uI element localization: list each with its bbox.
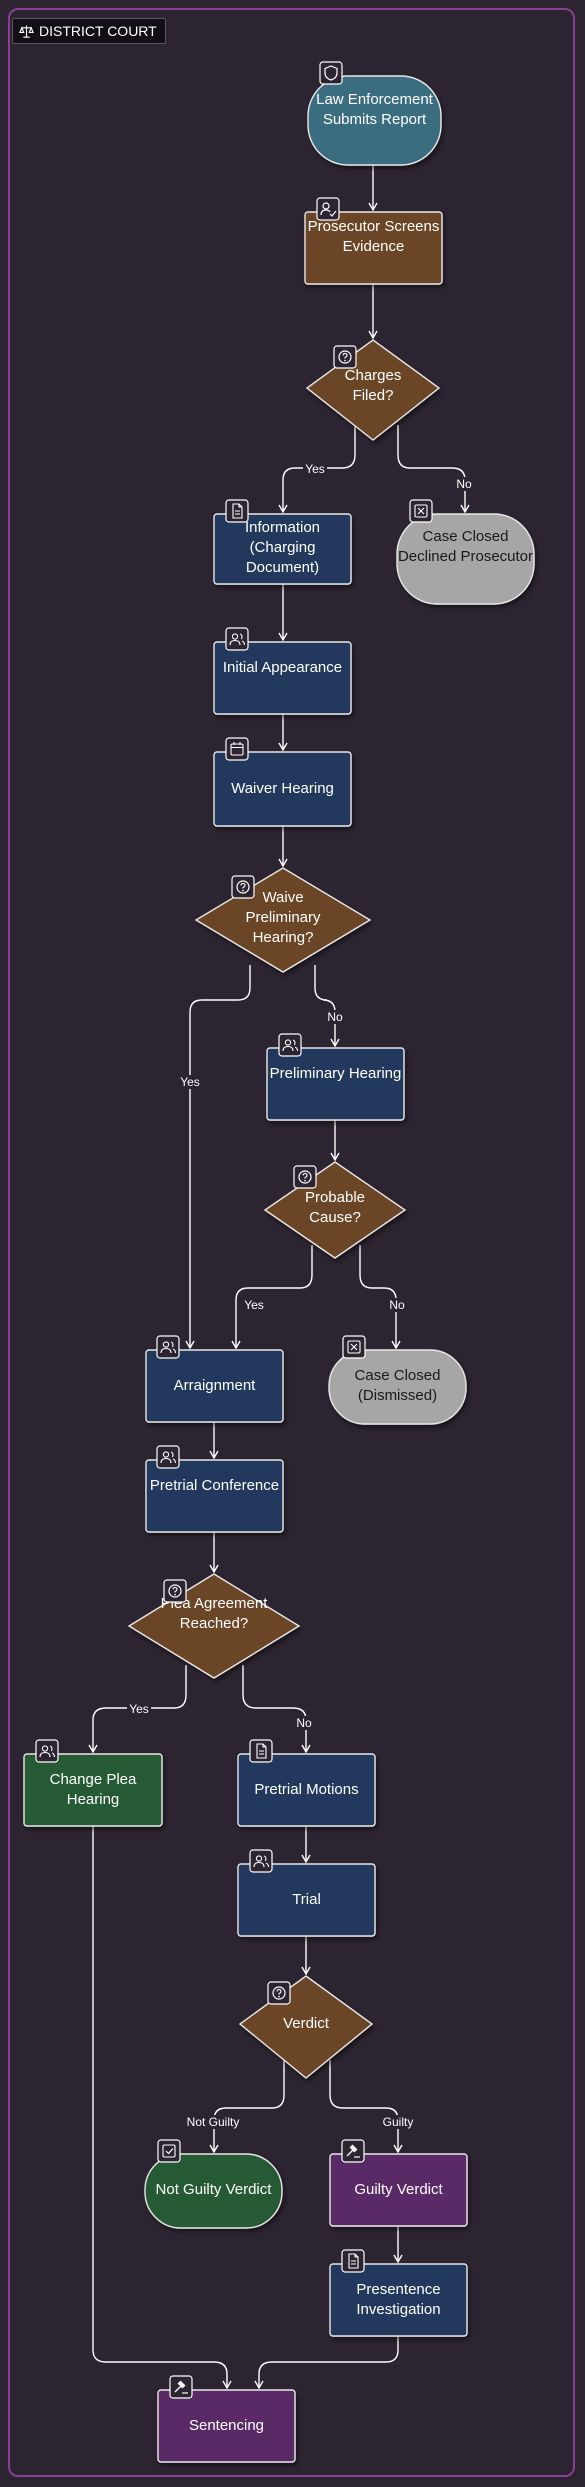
node-label: Waive Preliminary Hearing? bbox=[245, 889, 321, 946]
edge-waive-no bbox=[314, 965, 340, 1048]
node-label: Pretrial Motions bbox=[254, 1781, 359, 1798]
node-not-guilty-verdict[interactable]: Not Guilty Verdict bbox=[144, 2139, 283, 2229]
node-arraignment[interactable]: Arraignment bbox=[145, 1335, 284, 1423]
node-pretrial-conference[interactable]: Pretrial Conference bbox=[145, 1445, 284, 1533]
node-label: Information (Charging Document) bbox=[244, 519, 321, 576]
node-label: Case Closed Declined Prosecutor bbox=[397, 528, 534, 565]
edge-label-charges-yes: Yes bbox=[305, 462, 325, 476]
edge-verdict-not-guilty bbox=[209, 2060, 285, 2154]
users-icon bbox=[35, 1739, 59, 1763]
node-presentence[interactable]: Presentence Investigation bbox=[329, 2249, 468, 2337]
users-icon bbox=[156, 1335, 180, 1359]
calendar-icon bbox=[225, 737, 249, 761]
nodes: Law Enforcement Submits Report Prosecuto… bbox=[23, 61, 535, 2463]
question-icon bbox=[267, 1981, 291, 2005]
node-label: Preliminary Hearing bbox=[269, 1065, 402, 1082]
node-label: Presentence Investigation bbox=[356, 2281, 441, 2318]
edges bbox=[88, 165, 470, 2390]
node-sentencing[interactable]: Sentencing bbox=[157, 2375, 296, 2463]
document-icon bbox=[249, 1739, 273, 1763]
node-probable-cause[interactable]: Probable Cause? bbox=[263, 1161, 407, 1259]
edge-label-plea-yes: Yes bbox=[129, 1702, 149, 1716]
node-trial[interactable]: Trial bbox=[237, 1849, 376, 1937]
node-case-closed-dismissed[interactable]: Case Closed (Dismissed) bbox=[328, 1335, 467, 1425]
question-icon bbox=[163, 1579, 187, 1603]
node-label: Case Closed (Dismissed) bbox=[354, 1367, 441, 1404]
edge-probable-no bbox=[359, 1245, 401, 1350]
node-waiver-hearing[interactable]: Waiver Hearing bbox=[213, 737, 352, 827]
gavel-icon bbox=[341, 2139, 365, 2163]
users-icon bbox=[278, 1033, 302, 1057]
edge-plea-no bbox=[242, 1665, 311, 1754]
node-change-plea[interactable]: Change Plea Hearing bbox=[23, 1739, 163, 1827]
node-initial-appearance[interactable]: Initial Appearance bbox=[213, 627, 352, 715]
node-label: Guilty Verdict bbox=[354, 2181, 443, 2198]
users-icon bbox=[225, 627, 249, 651]
node-label: Initial Appearance bbox=[222, 659, 343, 676]
check-box-icon bbox=[157, 2139, 181, 2163]
user-check-icon bbox=[316, 197, 340, 221]
node-information[interactable]: Information (Charging Document) bbox=[213, 499, 352, 585]
document-icon bbox=[225, 499, 249, 523]
users-icon bbox=[156, 1445, 180, 1469]
edge-label-probable-yes: Yes bbox=[244, 1298, 264, 1312]
node-case-closed-declined[interactable]: Case Closed Declined Prosecutor bbox=[396, 499, 535, 605]
node-label: Probable Cause? bbox=[304, 1189, 366, 1226]
question-icon bbox=[293, 1165, 317, 1189]
edge-label-charges-no: No bbox=[456, 477, 472, 491]
x-box-icon bbox=[342, 1335, 366, 1359]
node-verdict[interactable]: Verdict bbox=[238, 1975, 374, 2079]
scale-icon bbox=[19, 24, 34, 38]
node-label: Charges Filed? bbox=[344, 367, 402, 404]
node-label: Plea Agreement Reached? bbox=[160, 1595, 268, 1632]
node-label: Law Enforcement Submits Report bbox=[316, 91, 433, 128]
lane-label: DISTRICT COURT bbox=[12, 18, 166, 44]
edge-verdict-guilty bbox=[329, 2060, 403, 2154]
edge-charges-no bbox=[397, 425, 470, 514]
node-label: Not Guilty Verdict bbox=[155, 2181, 272, 2198]
node-law-enforcement[interactable]: Law Enforcement Submits Report bbox=[307, 61, 442, 166]
node-label: Waiver Hearing bbox=[231, 780, 334, 797]
edge-label-waive-no: No bbox=[327, 1010, 343, 1024]
node-label: Trial bbox=[292, 1891, 321, 1908]
node-pretrial-motions[interactable]: Pretrial Motions bbox=[237, 1739, 376, 1827]
users-icon bbox=[249, 1849, 273, 1873]
node-label: Verdict bbox=[283, 2015, 329, 2032]
document-icon bbox=[341, 2249, 365, 2273]
edge-waive-yes bbox=[185, 965, 251, 1350]
node-label: Sentencing bbox=[188, 2417, 265, 2434]
gavel-icon bbox=[169, 2375, 193, 2399]
question-icon bbox=[333, 345, 357, 369]
edge-probable-yes bbox=[231, 1245, 313, 1350]
edge-label-verdict-not-guilty: Not Guilty bbox=[187, 2115, 240, 2129]
edge-label-waive-yes: Yes bbox=[180, 1075, 200, 1089]
shield-icon bbox=[319, 61, 343, 85]
node-label: Arraignment bbox=[173, 1377, 256, 1394]
node-waive-preliminary[interactable]: Waive Preliminary Hearing? bbox=[194, 867, 372, 973]
edge-label-plea-no: No bbox=[296, 1716, 312, 1730]
district-court-lane bbox=[8, 8, 575, 2477]
lane-label-text: DISTRICT COURT bbox=[39, 23, 157, 39]
edge-label-verdict-guilty: Guilty bbox=[383, 2115, 414, 2129]
node-preliminary-hearing[interactable]: Preliminary Hearing bbox=[266, 1033, 405, 1121]
edge-presentence-to-sentencing bbox=[254, 2336, 399, 2390]
question-icon bbox=[231, 875, 255, 899]
edge-label-probable-no: No bbox=[389, 1298, 405, 1312]
node-label: Prosecutor Screens Evidence bbox=[307, 218, 440, 255]
node-label: Change Plea Hearing bbox=[49, 1771, 137, 1808]
edge-labels: Yes No Yes No Yes No Yes No Not Guilty G… bbox=[127, 462, 475, 2129]
edge-changeplea-to-sentencing bbox=[92, 1826, 232, 2390]
node-prosecutor-screens[interactable]: Prosecutor Screens Evidence bbox=[304, 197, 443, 285]
x-box-icon bbox=[409, 499, 433, 523]
node-guilty-verdict[interactable]: Guilty Verdict bbox=[329, 2139, 468, 2227]
node-charges-filed[interactable]: Charges Filed? bbox=[305, 339, 441, 441]
node-label: Pretrial Conference bbox=[149, 1477, 280, 1494]
node-plea-agreement[interactable]: Plea Agreement Reached? bbox=[127, 1573, 301, 1679]
